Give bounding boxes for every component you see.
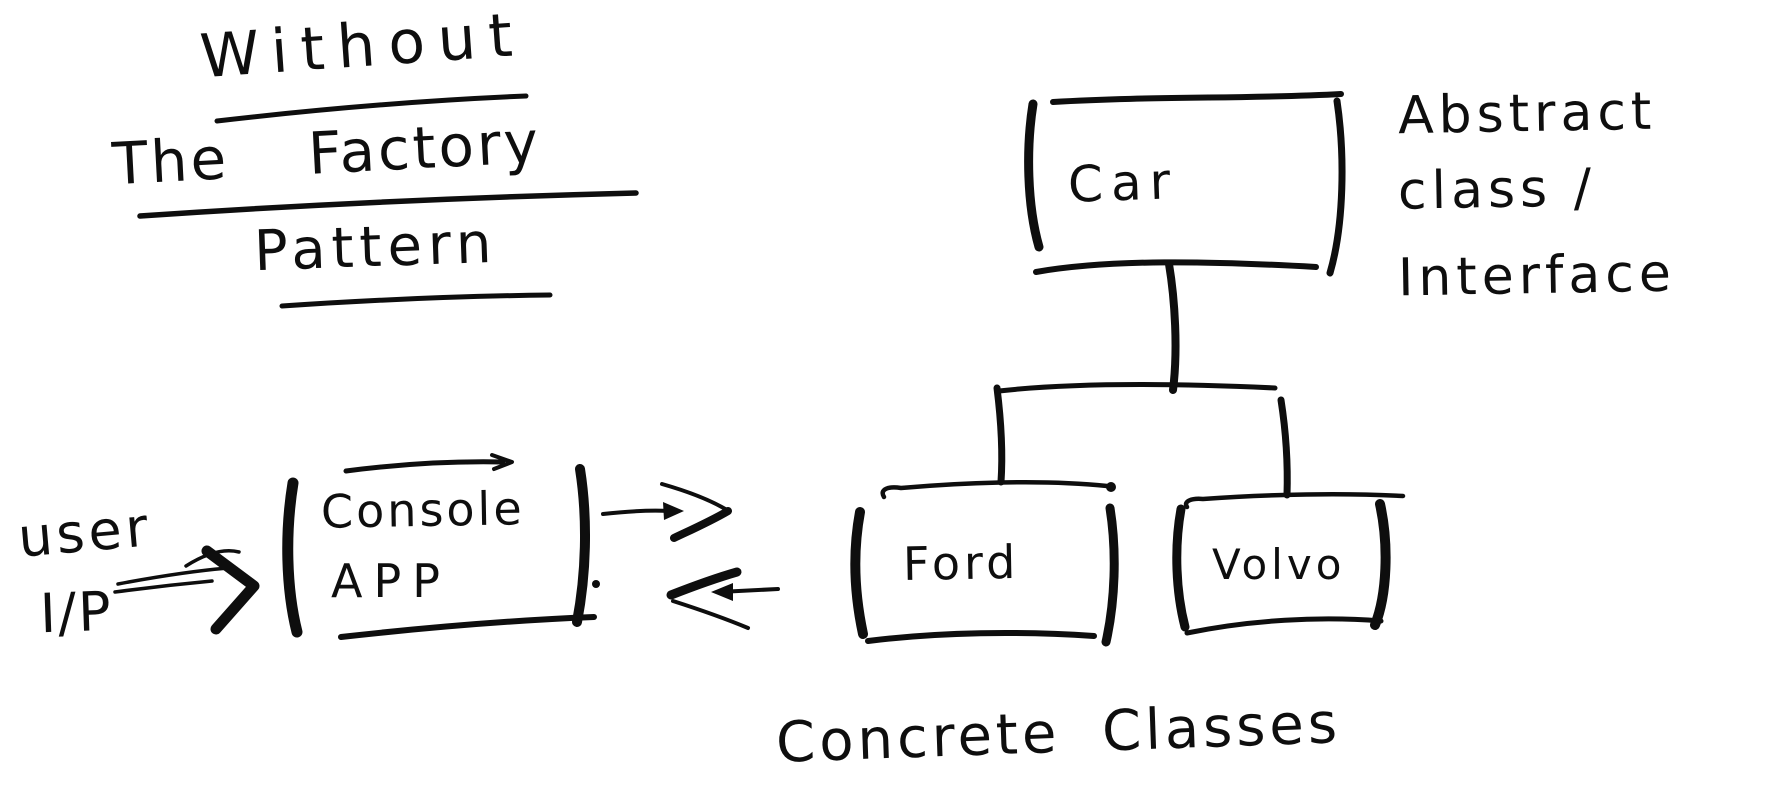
console-box-right-edge (572, 464, 590, 627)
console-box-top-arrowhead (490, 453, 514, 471)
ford-box-right-edge (1101, 503, 1119, 647)
underline-without (214, 93, 529, 124)
user-input-label-line-1: user (15, 495, 155, 570)
car-box-left-edge (1024, 99, 1044, 252)
user-to-console-arrow-icon (113, 545, 260, 635)
forward-arrow-shaft (601, 508, 671, 516)
connector-drop-right (1277, 396, 1291, 499)
ford-box-outline (850, 479, 1119, 647)
user-arrow-line-1 (116, 566, 230, 586)
ford-box-top-dot (1106, 482, 1116, 492)
console-box-label-line-1: Console (320, 481, 526, 539)
ford-box-left-edge (850, 507, 868, 639)
console-box-top-edge (343, 459, 506, 474)
concrete-to-console-arrow-icon (666, 567, 780, 630)
car-box-right-edge (1326, 97, 1346, 277)
console-box-label-line-2: APP (331, 554, 451, 608)
console-box-left-edge (282, 477, 303, 638)
ford-box-top-edge (880, 479, 1110, 500)
underline-pattern (279, 292, 553, 309)
return-chevron-bottom (671, 599, 750, 630)
volvo-box-right-edge (1370, 499, 1391, 630)
connector-branch (996, 382, 1278, 394)
title-line-3: Pattern (252, 210, 499, 285)
forward-chevron-top (660, 482, 729, 512)
inheritance-connector (993, 260, 1291, 499)
volvo-box-bottom-edge (1184, 616, 1384, 636)
abstract-annotation-line-1: Abstract (1397, 81, 1657, 147)
car-box-bottom-edge (1033, 259, 1319, 275)
connector-drop-left (993, 384, 1006, 486)
user-arrow-line-2 (113, 579, 214, 594)
abstract-annotation-line-2: class / (1397, 158, 1597, 222)
ford-box-bottom-edge (865, 630, 1097, 644)
console-to-concrete-arrow-icon (601, 482, 732, 542)
console-box-pen-dot (592, 580, 600, 588)
forward-chevron-bottom (670, 507, 732, 542)
console-box-bottom-edge (338, 614, 597, 640)
ford-box-label: Ford (902, 534, 1020, 592)
user-arrow-head (201, 545, 260, 635)
forward-arrow-head (663, 502, 684, 520)
connector-vertical (1165, 260, 1180, 394)
volvo-box-label: Volvo (1212, 540, 1346, 589)
car-box-top-edge (1050, 91, 1344, 105)
car-box-label: Car (1067, 152, 1180, 214)
car-box-outline (1024, 91, 1346, 277)
volvo-box-outline (1172, 492, 1406, 636)
volvo-box-left-edge (1172, 504, 1190, 632)
return-chevron-top (666, 567, 742, 600)
underline-the-factory (137, 190, 639, 219)
abstract-annotation-line-3: Interface (1397, 243, 1677, 309)
volvo-box-top-edge (1183, 492, 1406, 510)
title-underlines (137, 93, 639, 309)
return-arrow-head (711, 583, 733, 601)
user-input-label-line-2: I/P (38, 579, 114, 646)
console-box-outline (282, 453, 600, 640)
